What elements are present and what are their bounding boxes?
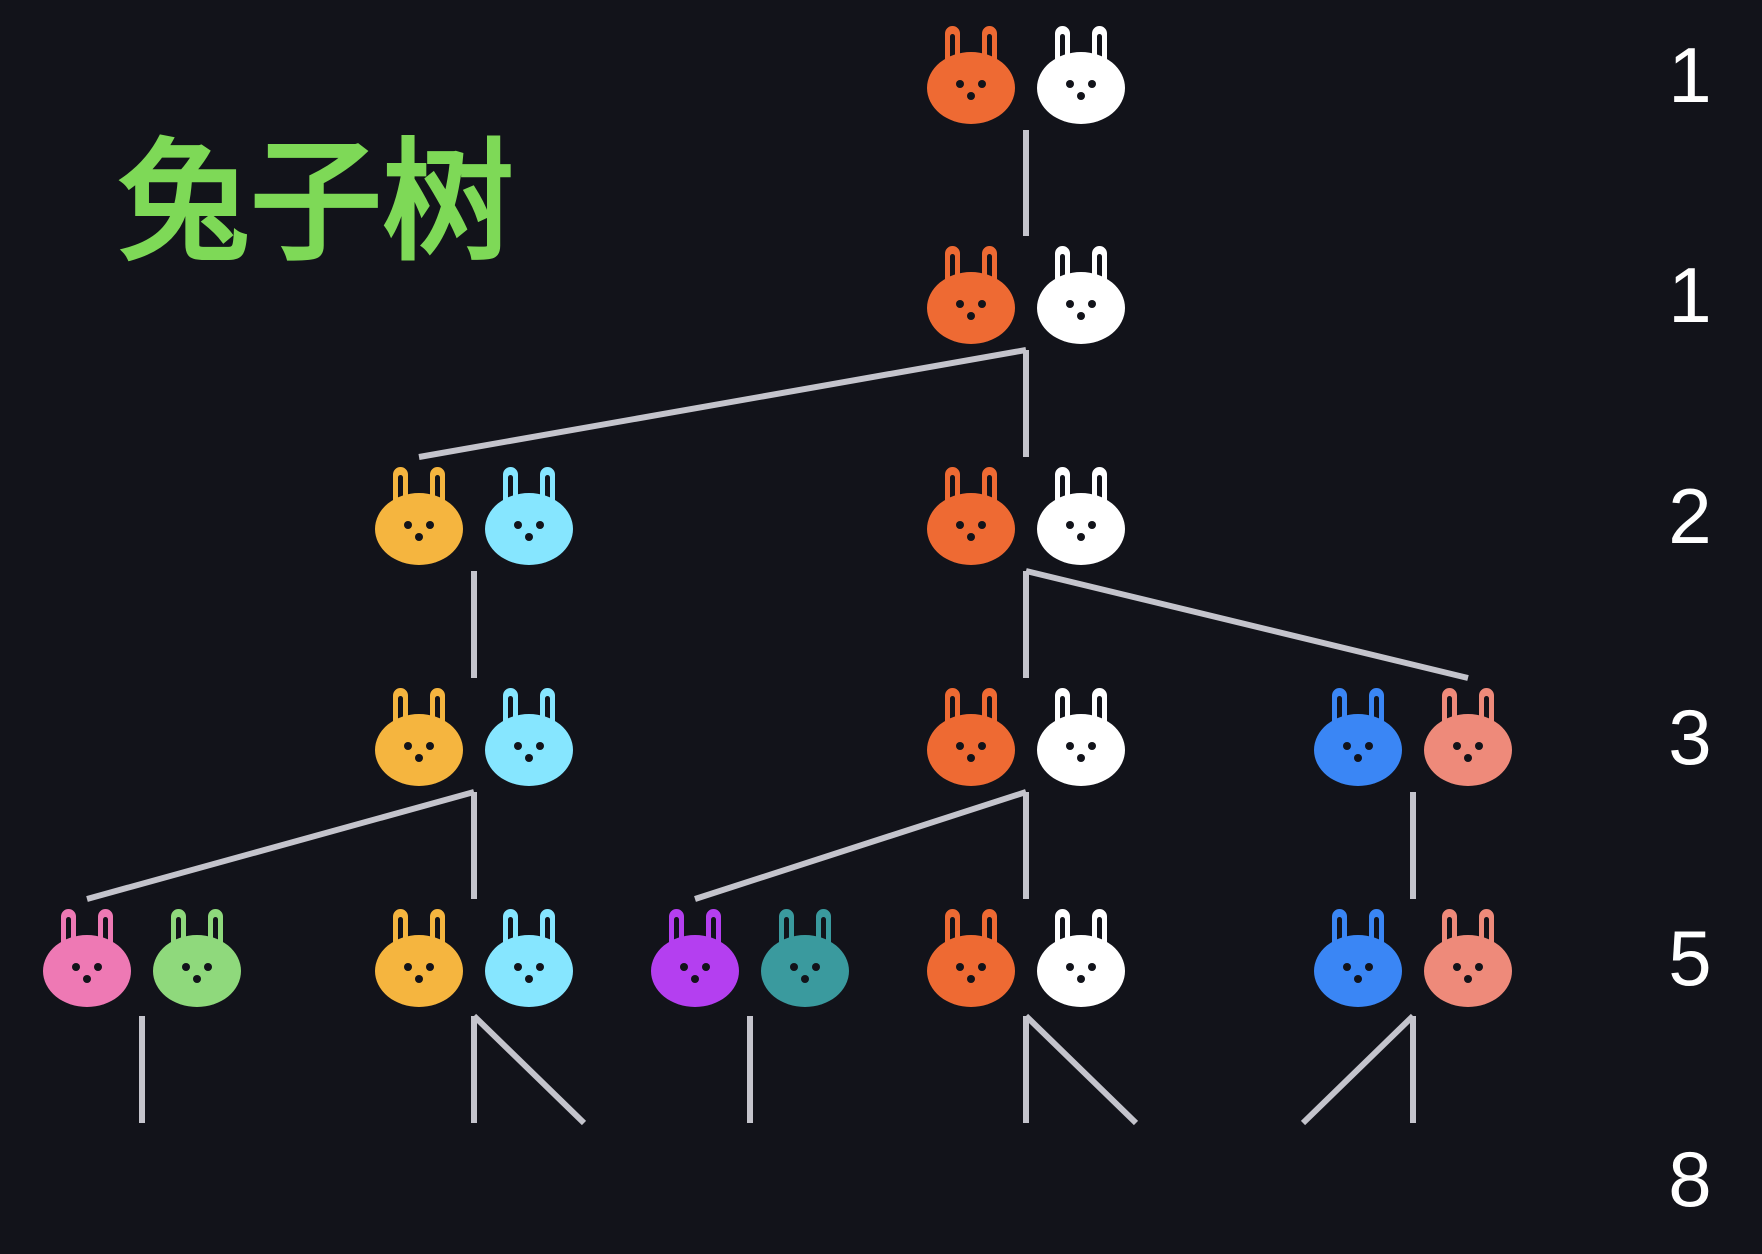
rabbit-head-icon [1424,688,1512,786]
rabbit-head-icon [927,246,1015,344]
rabbit-head-icon [1037,467,1125,565]
generation-count: 2 [1668,472,1711,560]
generation-count: 5 [1668,914,1711,1002]
tree-edge [418,347,1027,460]
edges-layer [86,130,1469,1126]
generation-count: 1 [1668,31,1711,119]
tree-edge [86,789,475,902]
rabbit-pair-p4e [1314,909,1512,1007]
rabbit-head-icon [375,688,463,786]
rabbit-head-icon [651,909,739,1007]
rabbit-head-icon [761,909,849,1007]
rabbit-pair-p3c [1314,688,1512,786]
rabbit-head-icon [927,26,1015,124]
rabbit-head-icon [1314,909,1402,1007]
rabbit-head-icon [1424,909,1512,1007]
rabbit-pair-p4b [375,909,573,1007]
rabbit-head-icon [1037,26,1125,124]
rabbit-pair-p3b [927,688,1125,786]
rabbit-head-icon [375,909,463,1007]
rabbit-head-icon [927,909,1015,1007]
generation-count: 8 [1668,1135,1711,1223]
rabbit-head-icon [1314,688,1402,786]
rabbit-head-icon [153,909,241,1007]
generation-count: 3 [1668,693,1711,781]
rabbit-pair-p4c [651,909,849,1007]
rabbit-head-icon [375,467,463,565]
rabbit-head-icon [485,467,573,565]
rabbit-head-icon [927,467,1015,565]
rabbit-head-icon [1037,246,1125,344]
rabbit-pair-p3a [375,688,573,786]
rabbit-head-icon [485,688,573,786]
pairs-layer [43,26,1512,1007]
rabbit-pair-p0 [927,26,1125,124]
rabbit-pair-p4d [927,909,1125,1007]
tree-edge [1025,568,1469,681]
rabbit-pair-p1 [927,246,1125,344]
rabbit-head-icon [927,688,1015,786]
rabbit-head-icon [1037,909,1125,1007]
rabbit-pair-p4a [43,909,241,1007]
rabbit-pair-p2b [927,467,1125,565]
rabbit-head-icon [43,909,131,1007]
rabbit-head-icon [485,909,573,1007]
open-edge [471,1013,587,1126]
tree-edge [694,789,1027,902]
diagram-title: 兔子树 [118,126,514,280]
generation-counts: 1 1 2 3 5 8 [1668,31,1711,1223]
open-edge [1300,1013,1416,1126]
generation-count: 1 [1668,251,1711,339]
open-edge [1023,1013,1139,1126]
rabbit-pair-p2a [375,467,573,565]
rabbit-head-icon [1037,688,1125,786]
